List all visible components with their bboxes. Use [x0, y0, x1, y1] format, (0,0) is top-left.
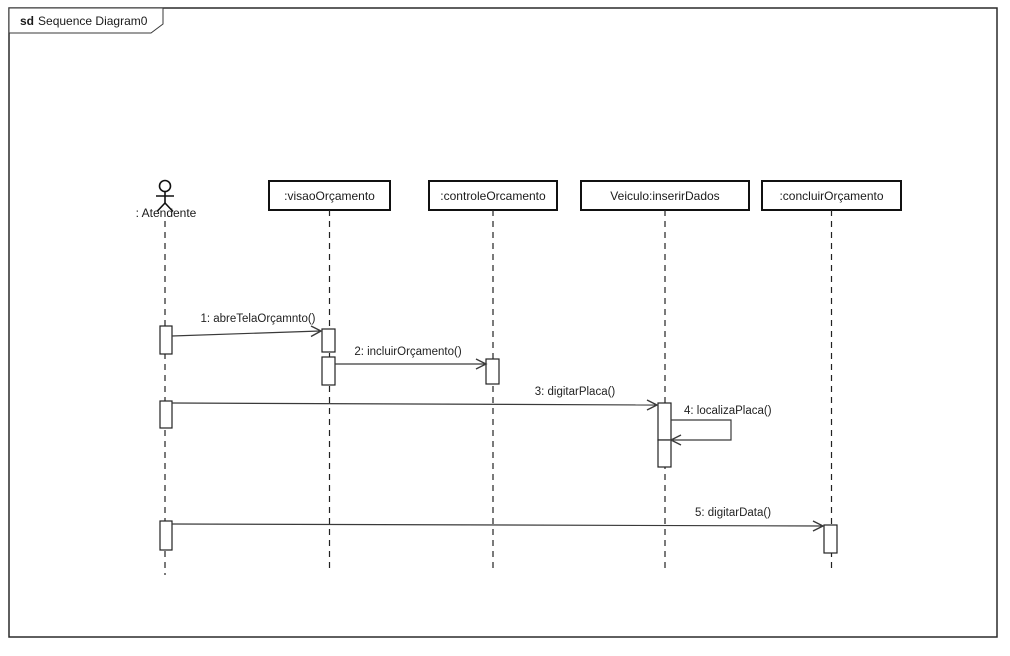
message-5-line	[171, 523, 823, 527]
frame-title-text: Sequence Diagram0	[38, 14, 148, 28]
lifeline-concluir-orcamento: :concluirOrçamento	[761, 180, 902, 573]
lifeline-label-controle-orcamento: :controleOrcamento	[440, 189, 546, 203]
message-5-digitar-data: 5: digitarData()	[171, 507, 825, 532]
lifeline-label-concluir-orcamento: :concluirOrçamento	[779, 189, 883, 203]
message-5-label: 5: digitarData()	[695, 507, 771, 519]
activation-atendente-2	[159, 400, 173, 429]
actor-atendente: : Atendente	[136, 179, 197, 575]
lifeline-controle-orcamento: :controleOrcamento	[428, 180, 558, 571]
lifeline-veiculo-inserir-dados: Veiculo:inserirDados	[580, 180, 750, 571]
actor-stick-figure-icon	[156, 179, 174, 213]
frame-keyword-sd: sd	[20, 14, 34, 28]
message-1-line	[171, 330, 321, 337]
activation-atendente-1	[159, 325, 173, 355]
message-2-arrowhead-icon	[475, 358, 488, 370]
message-2-incluir-orcamento: 2: incluirOrçamento()	[335, 346, 488, 370]
lifeline-header-veiculo-inserir-dados	[580, 180, 750, 211]
frame-title-tab: sd Sequence Diagram0	[8, 7, 164, 34]
message-4-loop-line	[671, 419, 732, 441]
message-1-abre-tela-orcamnto: 1: abreTelaOrçamnto()	[171, 313, 323, 338]
lifeline-label-veiculo-inserir-dados: Veiculo:inserirDados	[610, 189, 719, 203]
activation-atendente-3	[159, 520, 173, 551]
lifeline-header-visao-orcamento	[268, 180, 391, 211]
message-2-label: 2: incluirOrçamento()	[354, 346, 462, 358]
activation-concluir-1	[823, 524, 838, 554]
message-5-arrowhead-icon	[812, 520, 825, 532]
activation-veiculo-2	[657, 439, 672, 468]
message-4-arrowhead-icon	[669, 434, 682, 446]
frame-tab-shape	[8, 7, 164, 34]
message-1-arrowhead-icon	[310, 325, 323, 338]
lifeline-visao-orcamento: :visaoOrçamento	[268, 180, 391, 571]
message-4-localiza-placa: 4: localizaPlaca()	[669, 405, 772, 446]
activation-veiculo-1	[657, 402, 672, 441]
message-3-arrowhead-icon	[646, 399, 659, 411]
frame-title: sd Sequence Diagram0	[20, 14, 148, 28]
message-4-label: 4: localizaPlaca()	[684, 405, 772, 417]
message-3-label: 3: digitarPlaca()	[535, 386, 616, 398]
lifeline-header-concluir-orcamento	[761, 180, 902, 211]
lifeline-label-visao-orcamento: :visaoOrçamento	[284, 189, 375, 203]
message-1-label: 1: abreTelaOrçamnto()	[200, 313, 315, 325]
actor-label: : Atendente	[136, 206, 197, 220]
activation-visao-1	[321, 328, 336, 353]
message-3-digitar-placa: 3: digitarPlaca()	[171, 386, 659, 411]
activation-visao-2	[321, 356, 336, 386]
diagram-frame	[8, 7, 998, 638]
message-3-line	[171, 402, 657, 406]
activation-controle-1	[485, 358, 500, 385]
